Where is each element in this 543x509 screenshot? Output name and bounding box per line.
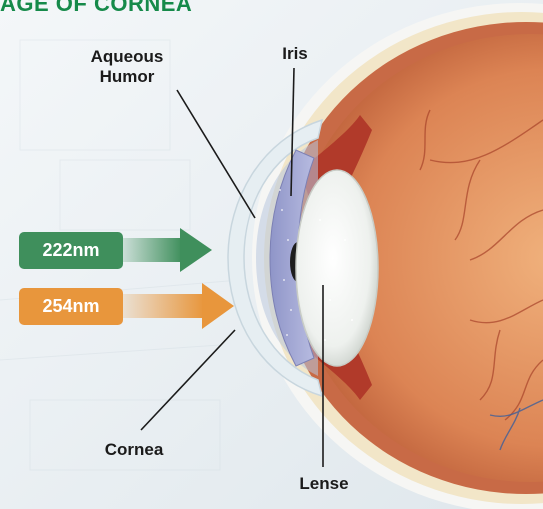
- wavelength-badge-222nm: 222nm: [19, 232, 123, 269]
- lens: [296, 170, 378, 366]
- aqueous-humor-label-line1: Aqueous: [72, 47, 182, 67]
- cornea-label: Cornea: [88, 440, 180, 460]
- aqueous-humor-label: Aqueous Humor: [72, 47, 182, 87]
- iris-label: Iris: [272, 44, 318, 64]
- lense-label: Lense: [283, 474, 365, 494]
- wavelength-badge-254nm: 254nm: [19, 288, 123, 325]
- banner-title: AGE OF CORNEA: [0, 0, 192, 17]
- aqueous-humor-label-line2: Humor: [72, 67, 182, 87]
